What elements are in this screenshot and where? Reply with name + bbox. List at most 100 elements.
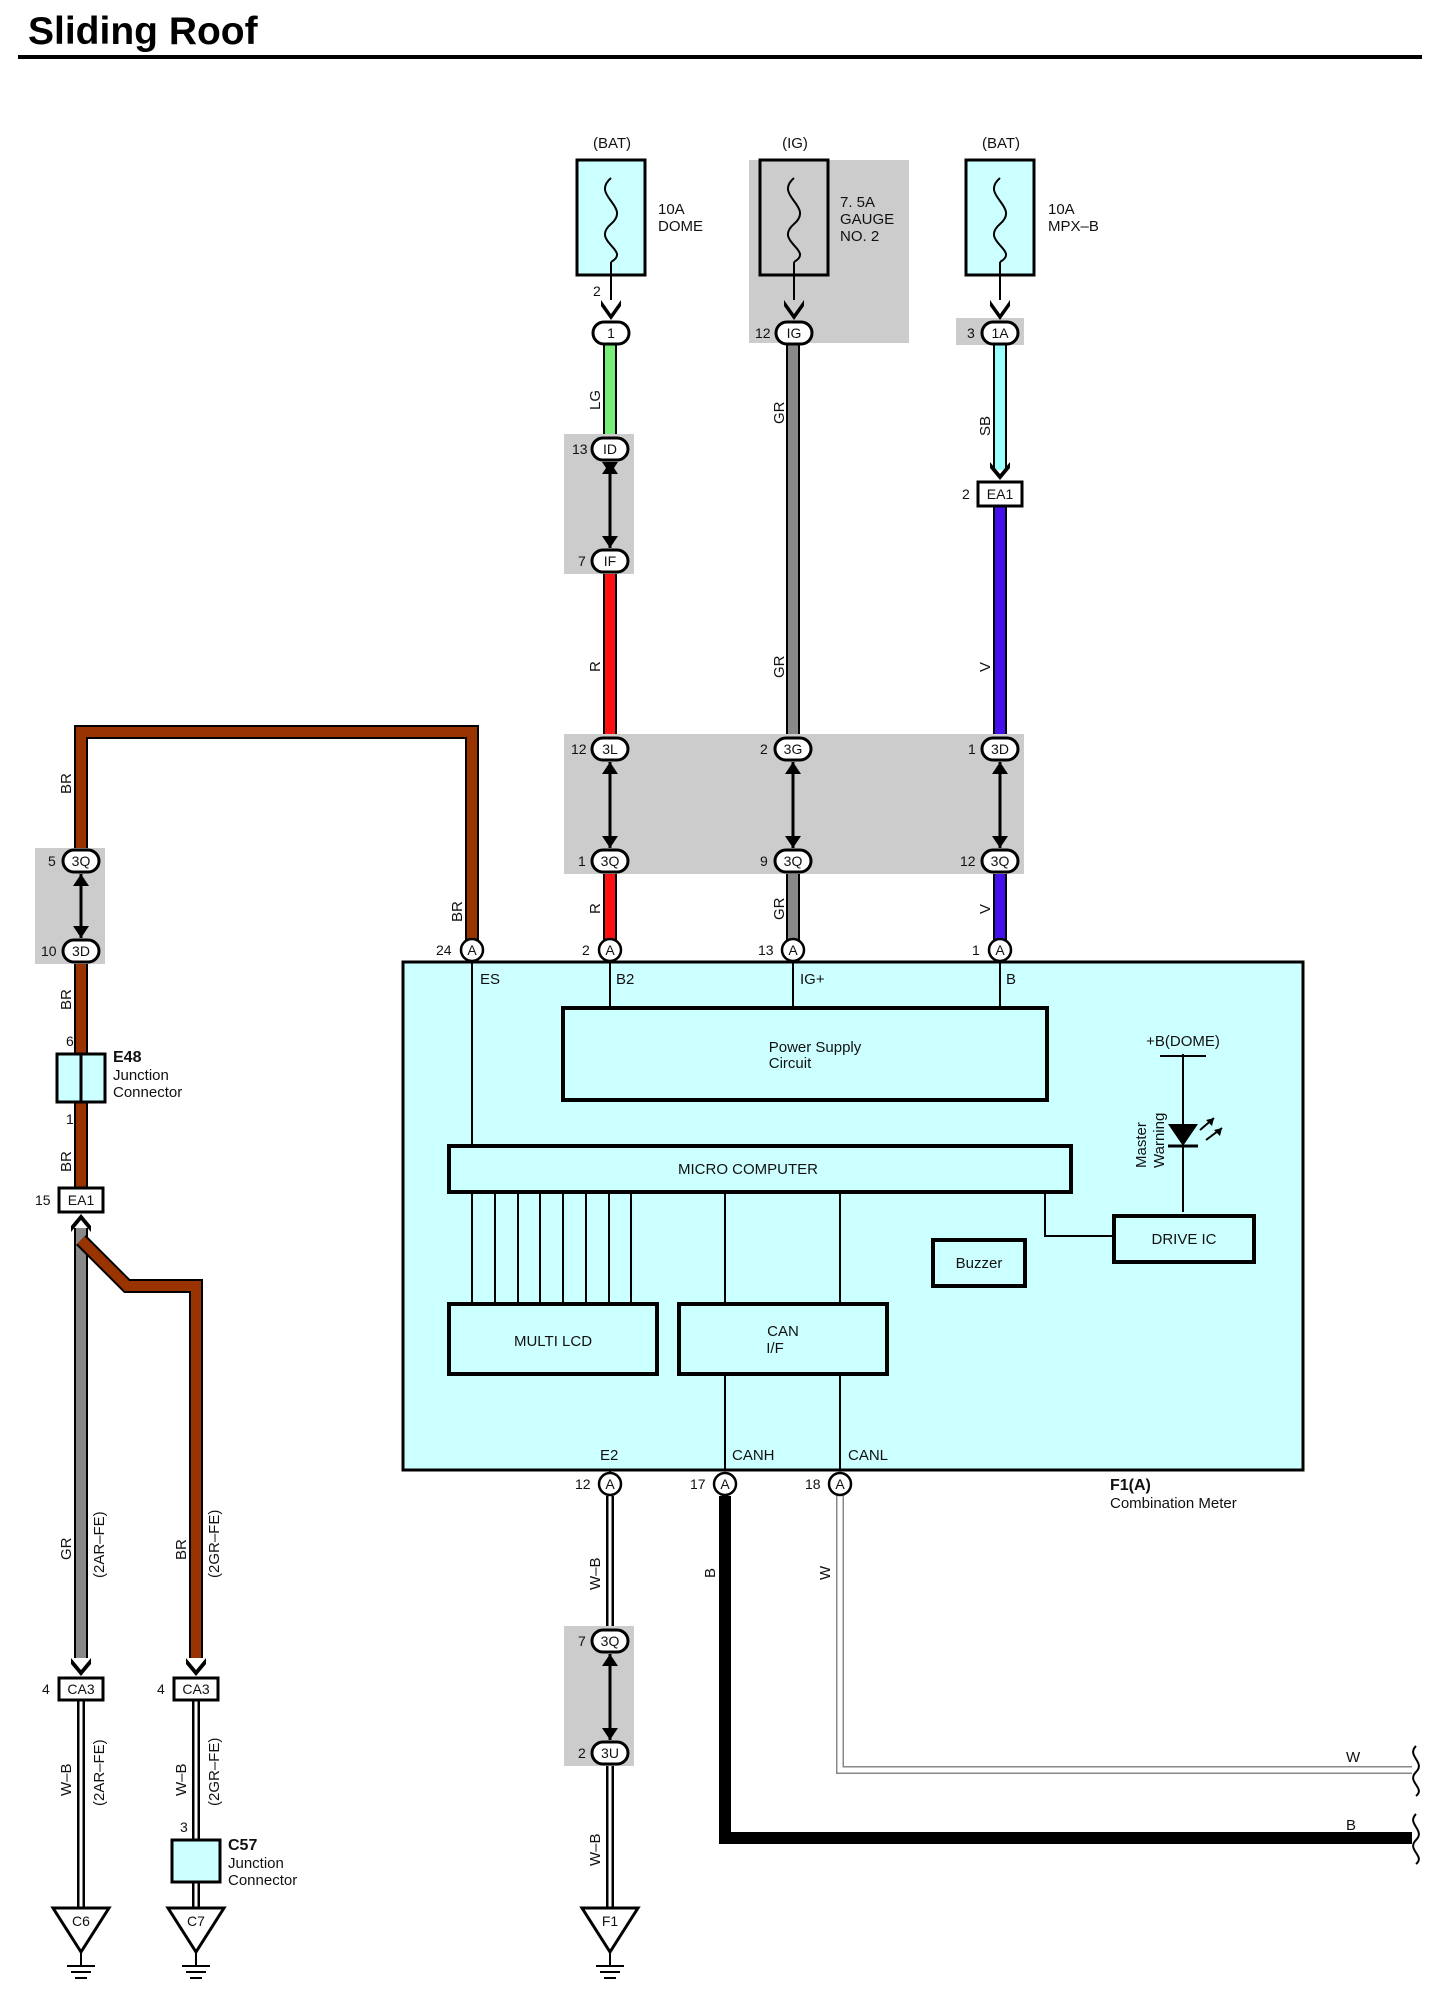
grounds: C6 C7 F1 [50,1906,641,1979]
svg-text:(IG): (IG) [782,135,808,152]
svg-text:CANL: CANL [848,1447,888,1464]
micro-computer-block [447,1144,1073,1194]
svg-text:3Q: 3Q [601,853,620,869]
wire-br-loop [76,727,477,940]
svg-text:4: 4 [42,1681,50,1697]
svg-text:3D: 3D [991,741,1009,757]
svg-text:10: 10 [41,943,57,959]
wire-b [719,1496,1412,1844]
svg-text:IG+: IG+ [800,971,825,988]
svg-text:BR: BR [58,773,75,794]
svg-text:C7: C7 [187,1913,205,1929]
svg-text:7: 7 [578,553,586,569]
combination-meter: A 24 A 2 A 13 A 1 ES B2 IG+ B [401,937,1305,1512]
svg-text:E2: E2 [600,1447,618,1464]
svg-text:9: 9 [760,853,768,869]
svg-text:C6: C6 [72,1913,90,1929]
svg-text:EA1: EA1 [68,1192,95,1208]
svg-text:DRIVE IC: DRIVE IC [1151,1231,1216,1248]
svg-text:24: 24 [436,942,452,958]
svg-text:A: A [835,1476,845,1492]
fuse-dome: (BAT) 10A DOME 2 [575,135,703,300]
svg-text:CANH: CANH [732,1447,775,1464]
svg-text:(2AR–FE): (2AR–FE) [91,1739,108,1806]
svg-text:2: 2 [582,942,590,958]
svg-text:12: 12 [960,853,976,869]
svg-text:A: A [788,942,798,958]
svg-text:1: 1 [607,325,615,341]
conn-fuse-row: 1 IG 12 1A 3 [591,320,1020,346]
junction-e48: 6 1 E48 Junction Connector [55,1033,182,1127]
wire-w-outline [836,1496,1412,1774]
master-warning-led-icon [1168,1117,1223,1148]
svg-text:W–B: W–B [587,1833,604,1866]
svg-text:V: V [977,662,994,672]
svg-text:B: B [702,1568,719,1578]
svg-text:BR: BR [58,989,75,1010]
svg-text:W–B: W–B [587,1557,604,1590]
svg-text:A: A [605,942,615,958]
svg-text:R: R [587,661,604,672]
svg-text:12: 12 [571,741,587,757]
svg-text:BR: BR [449,901,466,922]
svg-text:12: 12 [755,325,771,341]
svg-text:Connector: Connector [228,1872,297,1889]
svg-text:MULTI LCD: MULTI LCD [514,1333,592,1350]
svg-text:CA3: CA3 [182,1681,209,1697]
wires [74,343,1420,1908]
svg-text:18: 18 [805,1476,821,1492]
svg-text:GR: GR [771,401,788,424]
svg-text:1: 1 [968,741,976,757]
svg-text:10A: 10A [658,201,685,218]
svg-text:F1(A): F1(A) [1110,1477,1151,1494]
svg-text:B: B [1346,1817,1356,1834]
svg-text:13: 13 [572,441,588,457]
conn-ca3: CA3 4 CA3 4 [42,1658,220,1702]
svg-text:7. 5A: 7. 5A [840,194,875,211]
conn-ea1-15: EA1 15 [35,1186,105,1232]
wire-br-loop-outline [74,725,479,940]
svg-text:3G: 3G [784,741,803,757]
svg-text:V: V [977,904,994,914]
svg-text:SB: SB [977,416,994,436]
svg-text:GR: GR [58,1537,75,1560]
svg-text:BR: BR [58,1151,75,1172]
svg-text:3Q: 3Q [72,853,91,869]
page-title: Sliding Roof [28,10,259,53]
svg-text:IF: IF [604,553,616,569]
svg-text:CAN: CAN [767,1323,799,1340]
svg-text:2: 2 [962,486,970,502]
svg-text:E48: E48 [113,1049,142,1066]
wire-labels: LG GR SB R GR V R GR V BR BR BR BR GR (2… [58,390,1361,1866]
ground-c7: C7 [165,1906,227,1979]
wire-wb-left-inner [79,1700,198,1908]
svg-text:CA3: CA3 [67,1681,94,1697]
svg-text:B2: B2 [616,971,634,988]
svg-text:3: 3 [180,1819,188,1835]
multi-lcd-block [447,1302,659,1376]
svg-text:(2GR–FE): (2GR–FE) [206,1738,223,1806]
svg-text:ID: ID [603,441,617,457]
svg-text:Junction: Junction [228,1855,284,1872]
svg-text:Junction: Junction [113,1067,169,1084]
svg-text:2: 2 [578,1745,586,1761]
svg-text:13: 13 [758,942,774,958]
svg-text:Combination Meter: Combination Meter [1110,1495,1237,1512]
svg-text:DOME: DOME [658,218,703,235]
svg-text:GR: GR [771,655,788,678]
svg-text:Power Supply: Power Supply [769,1039,862,1056]
svg-text:B: B [1006,971,1016,988]
svg-text:C57: C57 [228,1837,257,1854]
svg-text:IG: IG [787,325,802,341]
svg-text:Warning: Warning [1151,1113,1168,1168]
svg-text:(BAT): (BAT) [593,135,631,152]
svg-text:3: 3 [967,325,975,341]
svg-text:2: 2 [760,741,768,757]
can-if-block [677,1302,889,1376]
svg-text:W: W [1346,1749,1361,1766]
svg-text:4: 4 [157,1681,165,1697]
wire-br-branch [77,1236,201,1658]
wire-w [837,1496,1412,1773]
svg-text:BR: BR [173,1539,190,1560]
